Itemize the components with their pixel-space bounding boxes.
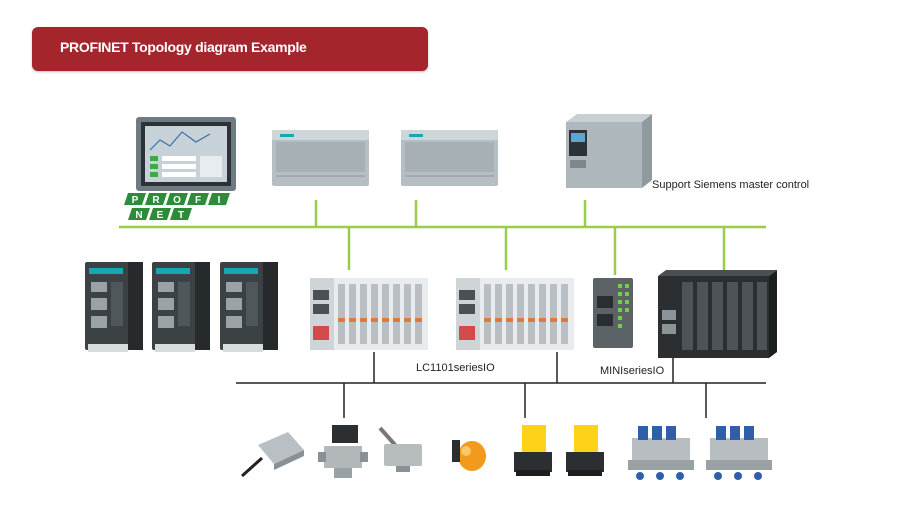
plc-s7-1200-1 (272, 130, 369, 186)
servo-drive-1 (85, 262, 143, 352)
master-support-label: Support Siemens master control (652, 179, 810, 191)
plc-s7-1500 (566, 114, 652, 188)
profinet-logo-letter: N (135, 210, 142, 221)
mini-series-label: MINIseriesIO (600, 365, 665, 377)
lc1101-io-module-2 (456, 278, 574, 350)
page-title: PROFINET Topology diagram Example (60, 39, 307, 55)
pneumatic-valve-manifold-2 (706, 426, 772, 480)
servo-drive-3 (220, 262, 278, 352)
solenoid-valve (318, 425, 368, 478)
relay-1 (514, 425, 552, 476)
profinet-logo-letter: R (152, 195, 160, 206)
plc-s7-1200-2 (401, 130, 498, 186)
profinet-logo-letter: E (157, 210, 164, 221)
relay-2 (566, 425, 604, 476)
profinet-logo-letter: T (178, 210, 184, 221)
lc1101-io-module-1 (310, 278, 428, 350)
profinet-logo-letter: O (173, 195, 181, 206)
profinet-logo-letter: P (132, 195, 139, 206)
title-banner: PROFINET Topology diagram Example (32, 27, 428, 71)
pneumatic-valve-manifold-1 (628, 426, 694, 480)
hmi-panel (136, 117, 236, 191)
lc1101-series-label: LC1101seriesIO (416, 362, 495, 374)
indicator-lamp (452, 440, 486, 471)
mini-io-module (593, 278, 633, 348)
inclinometer-sensor (240, 432, 304, 478)
limit-switch (378, 426, 422, 472)
profinet-logo: P R O F I N E T (124, 193, 230, 221)
profinet-logo-letter: F (195, 195, 201, 206)
profinet-logo-letter: I (218, 195, 221, 206)
servo-drive-2 (152, 262, 210, 352)
io-rack (658, 270, 777, 358)
